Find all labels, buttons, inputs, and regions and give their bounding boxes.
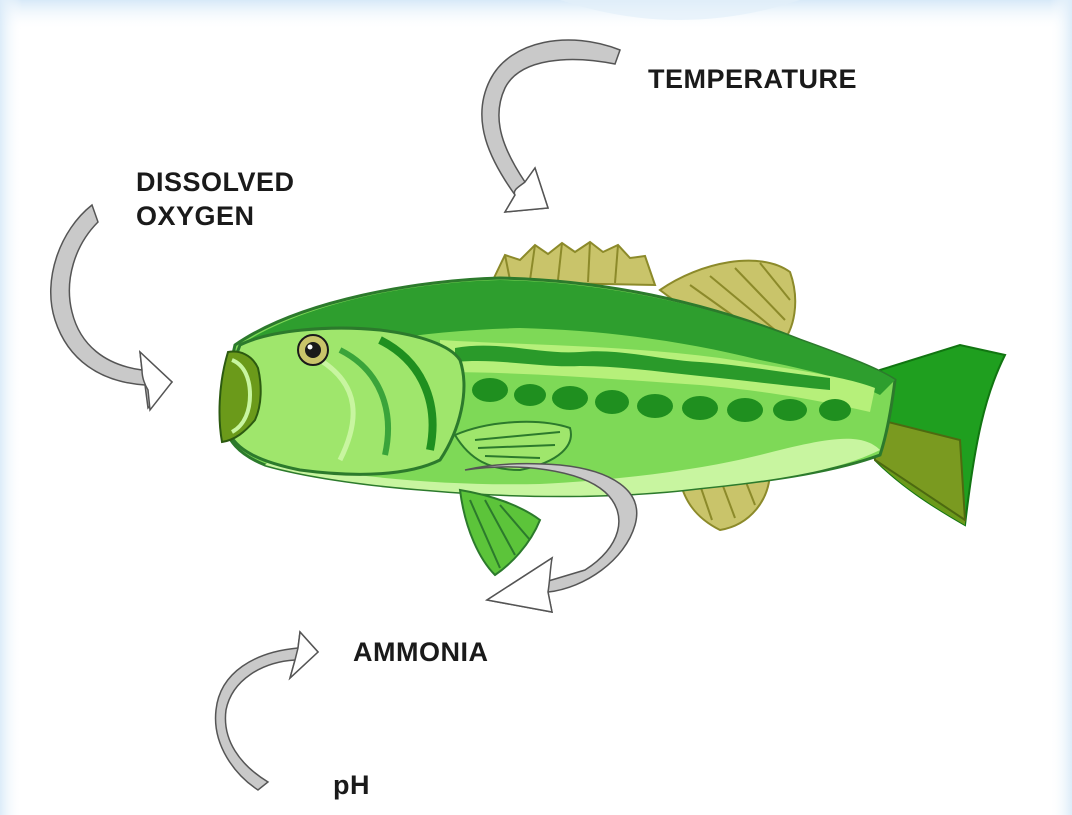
- dissolved-oxygen-label: DISSOLVED OXYGEN: [136, 165, 295, 233]
- ph-arrow-icon: [216, 632, 318, 790]
- temperature-label: TEMPERATURE: [648, 62, 857, 96]
- largemouth-bass-icon: [220, 242, 1005, 575]
- fish-eye: [298, 335, 328, 365]
- ammonia-label: AMMONIA: [353, 635, 488, 669]
- ph-label: pH: [333, 768, 370, 802]
- temperature-arrow-icon: [482, 40, 620, 212]
- dissolved-oxygen-arrow-icon: [51, 205, 172, 410]
